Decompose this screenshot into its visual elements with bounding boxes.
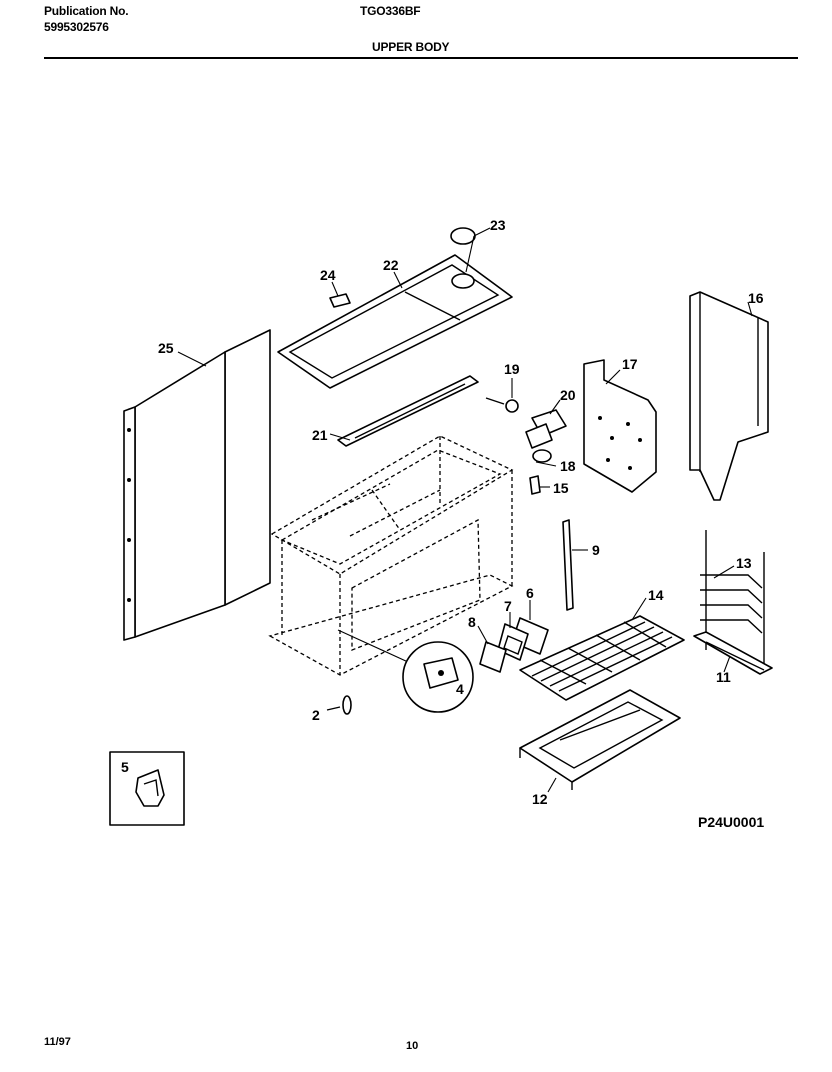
callout-4: 4 <box>456 681 464 697</box>
part-11-rail <box>693 631 773 675</box>
part-13-rack-supports <box>700 530 765 668</box>
callout-16: 16 <box>748 290 764 306</box>
part-5-bracket-inset <box>109 751 185 826</box>
callout-12: 12 <box>532 791 548 807</box>
part-22-top-panel <box>277 254 513 389</box>
callout-8: 8 <box>468 614 476 630</box>
model-number: TGO336BF <box>360 4 421 18</box>
callout-22: 22 <box>383 257 399 273</box>
header-rule <box>44 57 798 59</box>
part-9-rod <box>562 519 574 611</box>
callout-17: 17 <box>622 356 638 372</box>
callout-7: 7 <box>504 598 512 614</box>
part-8-bracket <box>479 641 507 673</box>
part-14-oven-rack <box>519 615 685 701</box>
part-2-screw <box>326 695 352 715</box>
callout-20: 20 <box>560 387 576 403</box>
callout-13: 13 <box>736 555 752 571</box>
callout-21: 21 <box>312 427 328 443</box>
part-25-side-panel <box>123 329 271 641</box>
footer-date: 11/97 <box>44 1036 71 1048</box>
callout-5: 5 <box>121 759 129 775</box>
oven-body-frame <box>268 435 514 676</box>
callout-25: 25 <box>158 340 174 356</box>
publication-number: 5995302576 <box>44 20 109 34</box>
publication-label: Publication No. <box>44 4 129 18</box>
callout-23: 23 <box>490 217 506 233</box>
callout-19: 19 <box>504 361 520 377</box>
part-21-rail <box>337 375 479 447</box>
callout-18: 18 <box>560 458 576 474</box>
part-12-broiler-pan <box>519 689 681 790</box>
part-15-clip <box>529 475 541 495</box>
callout-15: 15 <box>553 480 569 496</box>
detail-4-bracket <box>337 629 474 713</box>
callout-24: 24 <box>320 267 336 283</box>
callout-11: 11 <box>716 669 731 685</box>
part-19-grommet <box>485 397 519 413</box>
part-18-knob <box>532 449 552 463</box>
section-title: UPPER BODY <box>372 40 450 54</box>
callout-2: 2 <box>312 707 320 723</box>
part-23-cap <box>450 227 476 245</box>
part-20-switch-box <box>525 409 567 449</box>
callout-14: 14 <box>648 587 664 603</box>
part-16-back-panel <box>689 291 769 501</box>
part-17-control-bracket <box>583 359 657 493</box>
part-24-clip <box>329 293 351 308</box>
callout-9: 9 <box>592 542 600 558</box>
leader-lines <box>177 227 753 793</box>
callout-6: 6 <box>526 585 534 601</box>
figure-code: P24U0001 <box>698 814 764 830</box>
page-number: 10 <box>406 1040 418 1052</box>
